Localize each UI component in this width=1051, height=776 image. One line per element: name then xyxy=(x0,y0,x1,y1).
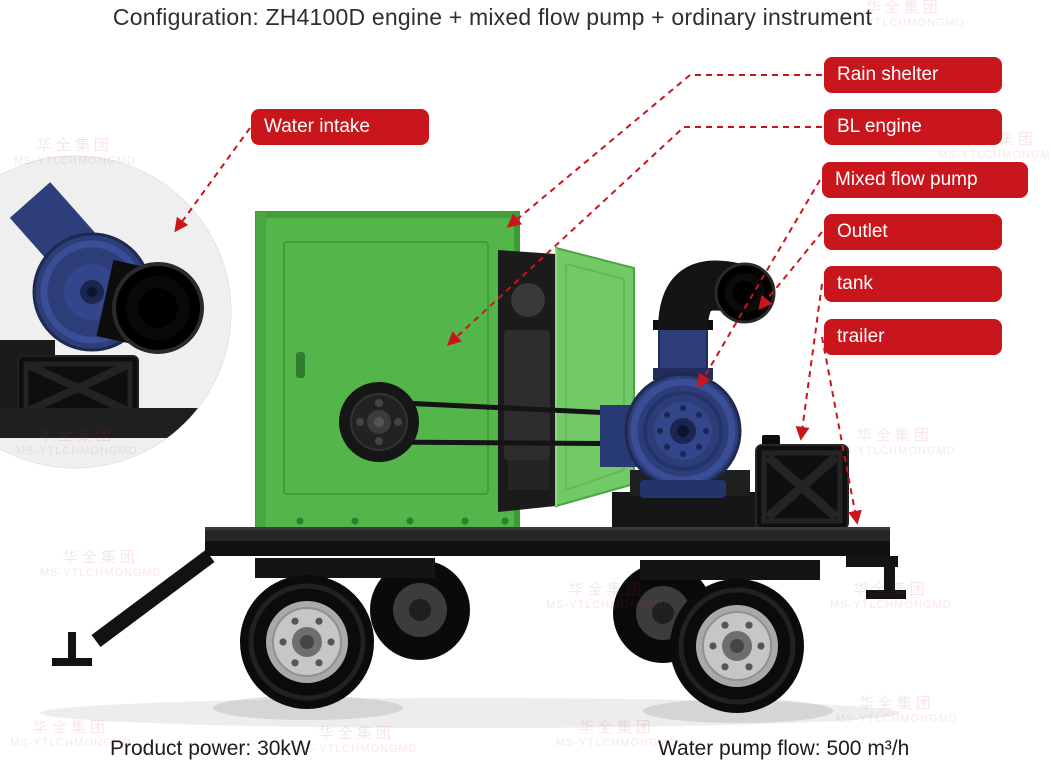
label-water-intake: Water intake xyxy=(251,109,429,145)
label-bl-engine: BL engine xyxy=(824,109,1002,145)
water-intake-inset xyxy=(0,155,232,469)
stat-pump-flow: Water pump flow: 500 m³/h xyxy=(658,737,910,760)
mixed-flow-pump xyxy=(600,260,776,528)
connector-tank xyxy=(795,283,823,441)
stat-product-power: Product power: 30kW xyxy=(110,737,311,760)
open-door xyxy=(555,246,635,508)
undercarriage xyxy=(52,549,906,666)
connector-bl-engine xyxy=(446,126,822,346)
connector-mixed-flow-pump xyxy=(697,179,821,389)
label-trailer: trailer xyxy=(824,319,1002,355)
label-mixed-flow-pump: Mixed flow pump xyxy=(822,162,1028,198)
rain-shelter-enclosure xyxy=(255,211,520,536)
wheels xyxy=(240,575,804,713)
engine-compartment xyxy=(498,250,556,512)
ground-shadow xyxy=(40,696,900,728)
connector-lines xyxy=(174,74,862,525)
fuel-tank xyxy=(755,435,849,530)
connector-outlet xyxy=(758,231,823,311)
connector-rain-shelter xyxy=(506,74,822,228)
door-handle xyxy=(296,352,305,378)
label-outlet: Outlet xyxy=(824,214,1002,250)
trailer-deck xyxy=(205,527,890,556)
page-title: Configuration: ZH4100D engine + mixed fl… xyxy=(112,4,873,30)
label-tank: tank xyxy=(824,266,1002,302)
label-rain-shelter: Rain shelter xyxy=(824,57,1002,93)
connector-trailer xyxy=(821,336,862,525)
